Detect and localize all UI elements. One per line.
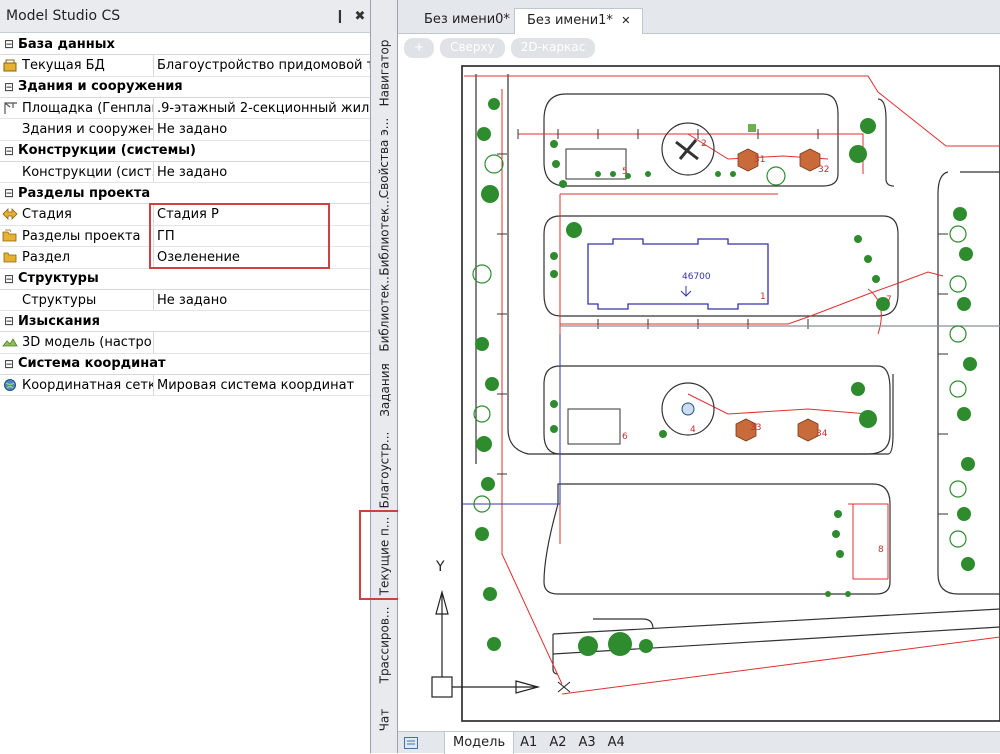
close-icon[interactable]: ✖ <box>354 8 366 24</box>
properties-panel: Model Studio CS ❙ ✖ ⊟База данных Текущая… <box>0 0 371 753</box>
property-row-project-sections[interactable]: Разделы проекта ГП <box>0 225 370 247</box>
doc-tab-2[interactable]: Без имени1* ✕ <box>514 8 644 34</box>
tab-model[interactable]: Модель <box>444 731 515 754</box>
property-grid: ⊟База данных Текущая БД Благоустройство … <box>0 34 370 396</box>
globe-icon <box>0 375 20 396</box>
tab-a2[interactable]: A2 <box>549 735 567 750</box>
ucs-axes <box>431 589 541 698</box>
category-constructions[interactable]: ⊟Конструкции (системы) <box>0 140 370 162</box>
close-tab-icon[interactable]: ✕ <box>621 14 631 27</box>
tab-navigator[interactable]: Навигатор <box>377 39 392 107</box>
panel-title: Model Studio CS <box>6 8 121 24</box>
panel-title-bar: Model Studio CS ❙ ✖ <box>0 0 370 33</box>
property-row-structures[interactable]: Структуры Не задано <box>0 289 370 311</box>
menu-icon[interactable] <box>398 736 424 749</box>
terrain-icon <box>0 332 20 353</box>
tab-routing[interactable]: Трассиров... <box>377 606 392 684</box>
stage-icon <box>0 204 20 225</box>
svg-text:4: 4 <box>690 425 696 435</box>
collapse-icon[interactable]: ⊟ <box>3 79 15 94</box>
collapse-icon[interactable]: ⊟ <box>3 356 15 371</box>
property-row-constructions[interactable]: Конструкции (сист... Не задано <box>0 161 370 183</box>
pin-icon[interactable]: ❙ <box>334 8 346 24</box>
tab-landscaping[interactable]: Благоустр... <box>377 431 392 509</box>
category-buildings[interactable]: ⊟Здания и сооружения <box>0 76 370 98</box>
property-row-buildings[interactable]: Здания и сооружен... Не задано <box>0 119 370 141</box>
svg-text:31: 31 <box>754 155 765 165</box>
collapse-icon[interactable]: ⊟ <box>3 37 15 51</box>
category-survey[interactable]: ⊟Изыскания <box>0 311 370 332</box>
collapse-icon[interactable]: ⊟ <box>3 271 15 286</box>
vertical-tab-strip: Навигатор Свойства э... Библиотек... Биб… <box>371 0 398 753</box>
tab-a1[interactable]: A1 <box>520 735 538 750</box>
tab-tasks[interactable]: Задания <box>377 363 392 417</box>
tab-element-properties[interactable]: Свойства э... <box>377 117 392 199</box>
category-project-sections[interactable]: ⊟Разделы проекта <box>0 183 370 204</box>
svg-text:1: 1 <box>760 292 766 302</box>
collapse-icon[interactable]: ⊟ <box>3 314 15 328</box>
layout-tab-bar: Модель A1 A2 A3 A4 <box>398 731 1000 754</box>
tab-a3[interactable]: A3 <box>578 735 596 750</box>
svg-text:32: 32 <box>818 165 829 175</box>
view-top-button[interactable]: Сверху <box>440 38 505 58</box>
folders-icon <box>0 226 20 247</box>
drawing-canvas[interactable]: 46700 <box>398 34 1000 731</box>
database-icon <box>0 55 20 76</box>
doc-tab-1[interactable]: Без имени0* <box>424 12 510 27</box>
collapse-icon[interactable]: ⊟ <box>3 143 15 158</box>
property-row-3d-model[interactable]: 3D модель (настро... <box>0 332 370 354</box>
property-row-current-db[interactable]: Текущая БД Благоустройство придомовой т.… <box>0 55 370 77</box>
property-row-coordinate-grid[interactable]: Координатная сетка Мировая система коорд… <box>0 374 370 396</box>
svg-text:34: 34 <box>816 429 828 439</box>
tab-chat[interactable]: Чат <box>377 708 392 732</box>
highlight-box <box>149 203 330 269</box>
site-plan-drawing: 46700 <box>398 34 1000 731</box>
y-axis-label: Y <box>435 559 445 575</box>
property-row-stage[interactable]: Стадия Стадия Р <box>0 204 370 226</box>
category-database[interactable]: ⊟База данных <box>0 34 370 55</box>
visual-style-button[interactable]: 2D-каркас <box>510 38 596 58</box>
svg-text:8: 8 <box>878 545 884 555</box>
tab-library-2[interactable]: Библиотек... <box>377 272 392 352</box>
collapse-icon[interactable]: ⊟ <box>3 186 15 200</box>
svg-text:33: 33 <box>750 423 761 433</box>
folder-icon <box>0 247 20 268</box>
category-structures[interactable]: ⊟Структуры <box>0 268 370 290</box>
svg-text:6: 6 <box>622 432 628 442</box>
building-label: 46700 <box>682 272 711 282</box>
view-plus-button[interactable]: + <box>404 38 435 58</box>
svg-text:5: 5 <box>622 167 628 177</box>
property-row-site[interactable]: Площадка (Генплан) .9-этажный 2-секционн… <box>0 97 370 119</box>
svg-text:7: 7 <box>886 295 892 305</box>
view-controls: + Сверху 2D-каркас <box>404 38 596 58</box>
document-tab-bar: Без имени0* Без имени1* ✕ <box>398 0 1000 34</box>
crane-icon <box>0 98 20 119</box>
svg-text:2: 2 <box>701 139 707 149</box>
tab-library-1[interactable]: Библиотек... <box>377 196 392 276</box>
tab-a4[interactable]: A4 <box>607 735 625 750</box>
category-coordinate-system[interactable]: ⊟Система координат <box>0 353 370 375</box>
highlight-box <box>359 510 401 600</box>
